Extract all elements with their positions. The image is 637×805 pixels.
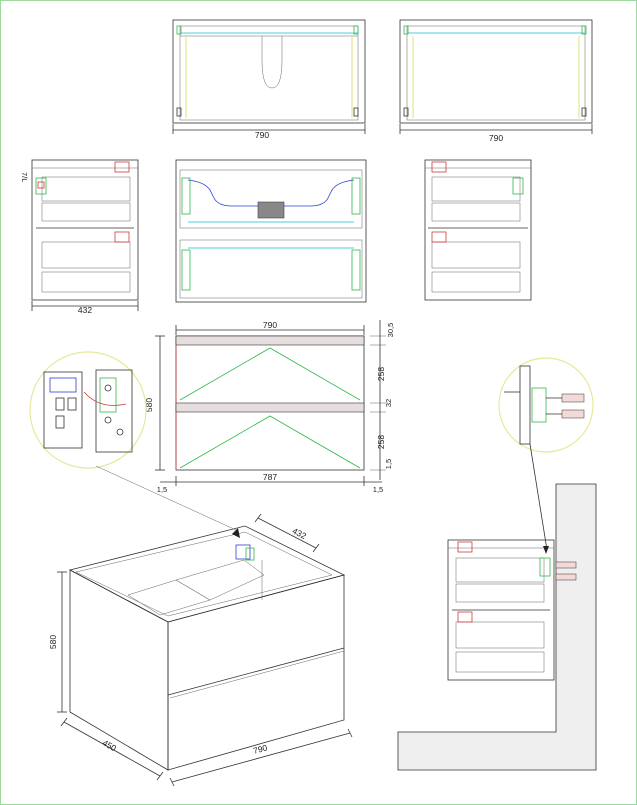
dim-left-gap: 1,5 (157, 485, 167, 494)
dim-iso-depth-top: 432 (291, 526, 308, 541)
section-view: 790 580 30,5 258 32 258 1,5 787 1,5 1,5 (144, 320, 395, 494)
dim-section-width-top: 790 (263, 320, 277, 330)
dim-lower-drawer: 258 (376, 435, 386, 449)
detail-circle-right (498, 357, 594, 551)
dim-section-height: 580 (144, 398, 154, 412)
side-view-right (424, 159, 532, 301)
dim-upper-drawer: 258 (376, 367, 386, 381)
isometric-view: 432 580 450 790 (48, 513, 353, 787)
dim-top-right-width: 790 (489, 133, 503, 143)
dim-iso-height: 580 (48, 635, 58, 649)
detail-circle-left (29, 351, 147, 469)
front-view-sink: 790 (172, 19, 366, 140)
dim-side-depth: 432 (78, 305, 92, 315)
wall-mounted-view (397, 483, 597, 771)
dim-section-width-bottom: 787 (263, 472, 277, 482)
dim-right-gap: 1,5 (373, 485, 383, 494)
dim-divider: 32 (384, 399, 393, 407)
side-top-note: 7/L (20, 172, 29, 182)
front-view-plain: 790 (399, 19, 593, 143)
dim-iso-width: 790 (252, 742, 269, 755)
side-view-left: 7/L 432 (20, 159, 139, 315)
dim-top-panel: 30,5 (386, 323, 395, 338)
leader-line (95, 465, 237, 531)
dim-top-left-width: 790 (255, 130, 269, 140)
front-view-drawers (175, 159, 367, 303)
dim-bottom-gap: 1,5 (384, 459, 393, 469)
